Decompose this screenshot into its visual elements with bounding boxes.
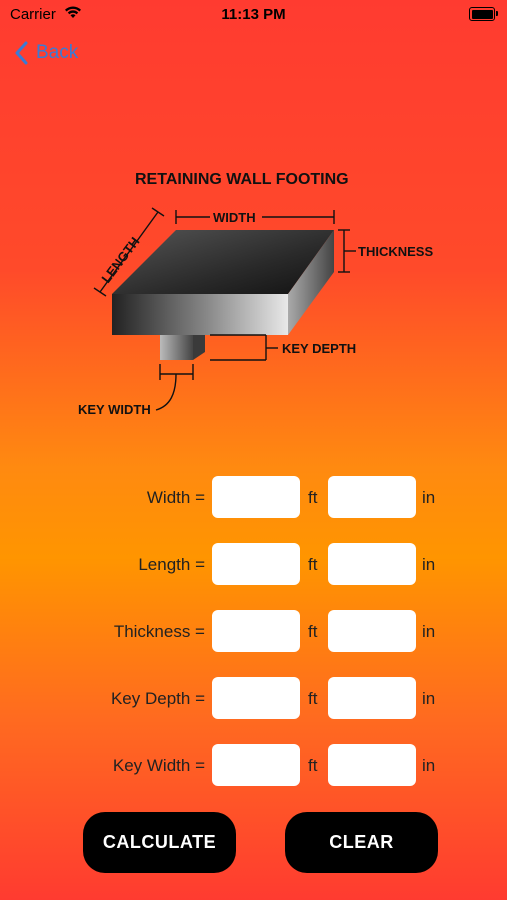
slab-front-face — [112, 294, 288, 335]
key-width-label: Key Width = — [112, 756, 205, 775]
thickness-ft-input[interactable] — [212, 610, 300, 652]
width-in-input[interactable] — [328, 476, 416, 518]
unit-in-label: in — [422, 555, 436, 574]
wifi-icon — [64, 5, 82, 23]
unit-ft-label: ft — [308, 555, 318, 574]
slab-side-face — [288, 230, 334, 335]
chevron-left-icon — [15, 41, 28, 65]
width-ft-input[interactable] — [212, 476, 300, 518]
status-time: 11:13 PM — [221, 6, 286, 23]
width-dimension-label: WIDTH — [213, 210, 256, 225]
battery-icon — [469, 7, 498, 21]
key-front-face — [160, 332, 193, 360]
unit-in-label: in — [422, 756, 436, 775]
form-row-width: Width = ft in — [0, 476, 507, 520]
back-button[interactable]: Back — [14, 40, 78, 66]
key-width-dimension-label: KEY WIDTH — [78, 402, 151, 417]
thickness-dimension-label: THICKNESS — [358, 244, 433, 259]
unit-in-label: in — [422, 622, 436, 641]
thickness-in-input[interactable] — [328, 610, 416, 652]
unit-ft-label: ft — [308, 622, 318, 641]
back-label: Back — [36, 42, 79, 63]
key-depth-label: Key Depth = — [110, 689, 205, 708]
unit-ft-label: ft — [308, 756, 318, 775]
clear-button[interactable]: CLEAR — [285, 812, 438, 873]
retaining-wall-footing-diagram: RETAINING WALL FOOTING WIDTH LENGTH THIC… — [78, 171, 433, 417]
form-row-key-width: Key Width = ft in — [0, 744, 507, 788]
slab-top-face — [112, 230, 334, 294]
key-width-in-input[interactable] — [328, 744, 416, 786]
form-row-length: Length = ft in — [0, 543, 507, 587]
width-label: Width = — [146, 488, 205, 507]
length-label: Length = — [138, 555, 205, 574]
form-row-thickness: Thickness = ft in — [0, 610, 507, 654]
key-depth-in-input[interactable] — [328, 677, 416, 719]
key-depth-ft-input[interactable] — [212, 677, 300, 719]
unit-ft-label: ft — [308, 689, 318, 708]
key-depth-dimension-label: KEY DEPTH — [282, 341, 356, 356]
key-side-face — [193, 332, 205, 360]
unit-in-label: in — [422, 488, 436, 507]
calculate-button[interactable]: CALCULATE — [83, 812, 236, 873]
form-row-key-depth: Key Depth = ft in — [0, 677, 507, 721]
key-width-ft-input[interactable] — [212, 744, 300, 786]
thickness-label: Thickness = — [113, 622, 205, 641]
diagram-title: RETAINING WALL FOOTING — [135, 171, 349, 188]
length-ft-input[interactable] — [212, 543, 300, 585]
length-in-input[interactable] — [328, 543, 416, 585]
unit-ft-label: ft — [308, 488, 318, 507]
unit-in-label: in — [422, 689, 436, 708]
carrier-label: Carrier — [10, 6, 56, 23]
status-bar: Carrier 11:13 PM — [0, 0, 507, 28]
